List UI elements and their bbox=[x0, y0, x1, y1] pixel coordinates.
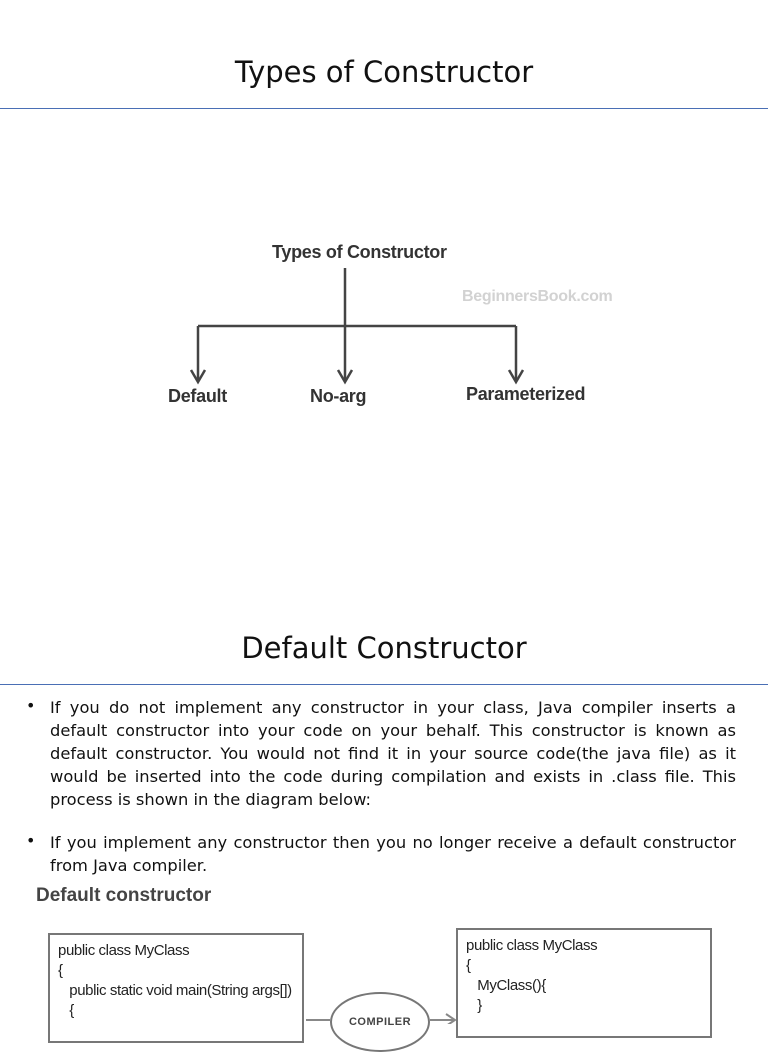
tree-root-label: Types of Constructor bbox=[272, 242, 447, 262]
tree-child-parameterized: Parameterized bbox=[466, 384, 586, 404]
bullet-item: • If you implement any constructor then … bbox=[26, 831, 736, 877]
code-line: } bbox=[466, 997, 482, 1014]
bullet-dot: • bbox=[26, 831, 36, 850]
slide-title-types: Types of Constructor bbox=[234, 55, 534, 89]
bullet-text: If you do not implement any constructor … bbox=[50, 698, 736, 809]
arrowhead-default bbox=[189, 369, 207, 385]
constructor-types-diagram: Types of Constructor BeginnersBook.com D… bbox=[150, 232, 650, 422]
bullet-text: If you implement any constructor then yo… bbox=[50, 833, 736, 875]
default-constructor-heading: Default constructor bbox=[36, 885, 212, 906]
arrowhead-noarg bbox=[336, 369, 354, 385]
tree-child-noarg: No-arg bbox=[310, 386, 367, 406]
code-line: MyClass(){ bbox=[466, 977, 546, 994]
bullet-list: • If you do not implement any constructo… bbox=[26, 696, 736, 897]
title-rule-2 bbox=[0, 684, 768, 685]
slide-title-default: Default Constructor bbox=[241, 631, 527, 665]
code-line: { bbox=[58, 1002, 74, 1019]
tree-child-default: Default bbox=[168, 386, 227, 406]
code-line: public class MyClass bbox=[58, 942, 190, 959]
code-line: public class MyClass bbox=[466, 937, 598, 954]
bullet-item: • If you do not implement any constructo… bbox=[26, 696, 736, 811]
watermark: BeginnersBook.com bbox=[462, 288, 613, 305]
tree-connectors bbox=[189, 268, 525, 385]
code-line: public static void main(String args[]) bbox=[58, 982, 292, 999]
arrowhead-param bbox=[507, 369, 525, 385]
code-line: { bbox=[58, 962, 63, 979]
title-rule bbox=[0, 108, 768, 109]
compiler-label: COMPILER bbox=[348, 1016, 412, 1028]
bullet-dot: • bbox=[26, 696, 36, 715]
code-line: { bbox=[466, 957, 471, 974]
compiler-node: COMPILER bbox=[330, 992, 430, 1052]
compiler-arrows bbox=[306, 1013, 457, 1024]
compiled-code-box: public class MyClass { MyClass(){ } bbox=[456, 928, 712, 1038]
